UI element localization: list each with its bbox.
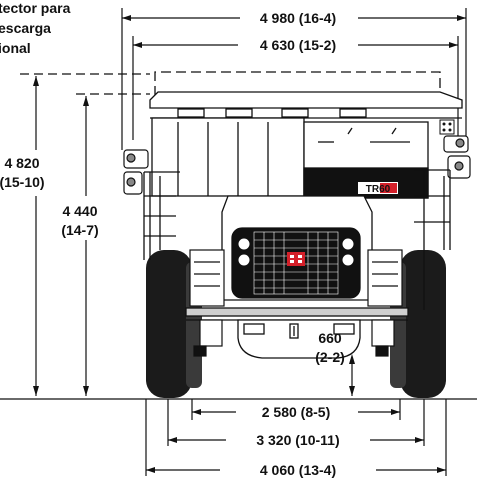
ground-clearance-label: 660 (318, 330, 342, 346)
wheel-hubs (193, 319, 395, 357)
center-tread-label: 3 320 (10-11) (256, 432, 339, 448)
right-tire (400, 250, 446, 398)
ground-clearance-dimension (349, 354, 355, 396)
brand-mark-icon (287, 252, 305, 266)
body-width-label: 4 630 (15-2) (260, 37, 336, 53)
caption-line-1: tector para (0, 0, 71, 16)
left-tire (146, 250, 192, 398)
left-mirror (123, 149, 149, 195)
ground-clearance-ft-label: (2-2) (315, 349, 345, 365)
overall-width-label: 4 980 (16-4) (260, 10, 336, 26)
caption-line-2: escarga (0, 20, 51, 36)
model-badge-label: TR60 (366, 184, 391, 195)
inner-tread-dimension (191, 399, 401, 420)
caption-line-3: ional (0, 40, 31, 56)
loaded-height-label: 4 440 (62, 203, 97, 219)
model-badge: TR60 (358, 182, 398, 195)
bumper-side-panels (189, 249, 403, 307)
raised-height-ft-label: (15-10) (0, 174, 45, 190)
raised-height-dimension (20, 73, 150, 396)
raised-height-label: 4 820 (4, 155, 39, 171)
loaded-height-dimension (76, 93, 150, 396)
dump-body (149, 71, 463, 197)
tire-width-label: 4 060 (13-4) (260, 462, 336, 478)
tire-width-dimension (145, 399, 447, 476)
overall-width-dimension (121, 8, 467, 150)
inner-tread-label: 2 580 (8-5) (262, 404, 330, 420)
headlights (237, 237, 355, 267)
axle-housing (237, 319, 361, 359)
light-grille (439, 119, 455, 135)
loaded-height-ft-label: (14-7) (61, 222, 98, 238)
front-bumper (185, 307, 409, 321)
right-mirror (443, 135, 471, 179)
ladder-handrail (143, 169, 451, 310)
center-tread-dimension (167, 399, 425, 446)
body-width-dimension (132, 36, 459, 140)
